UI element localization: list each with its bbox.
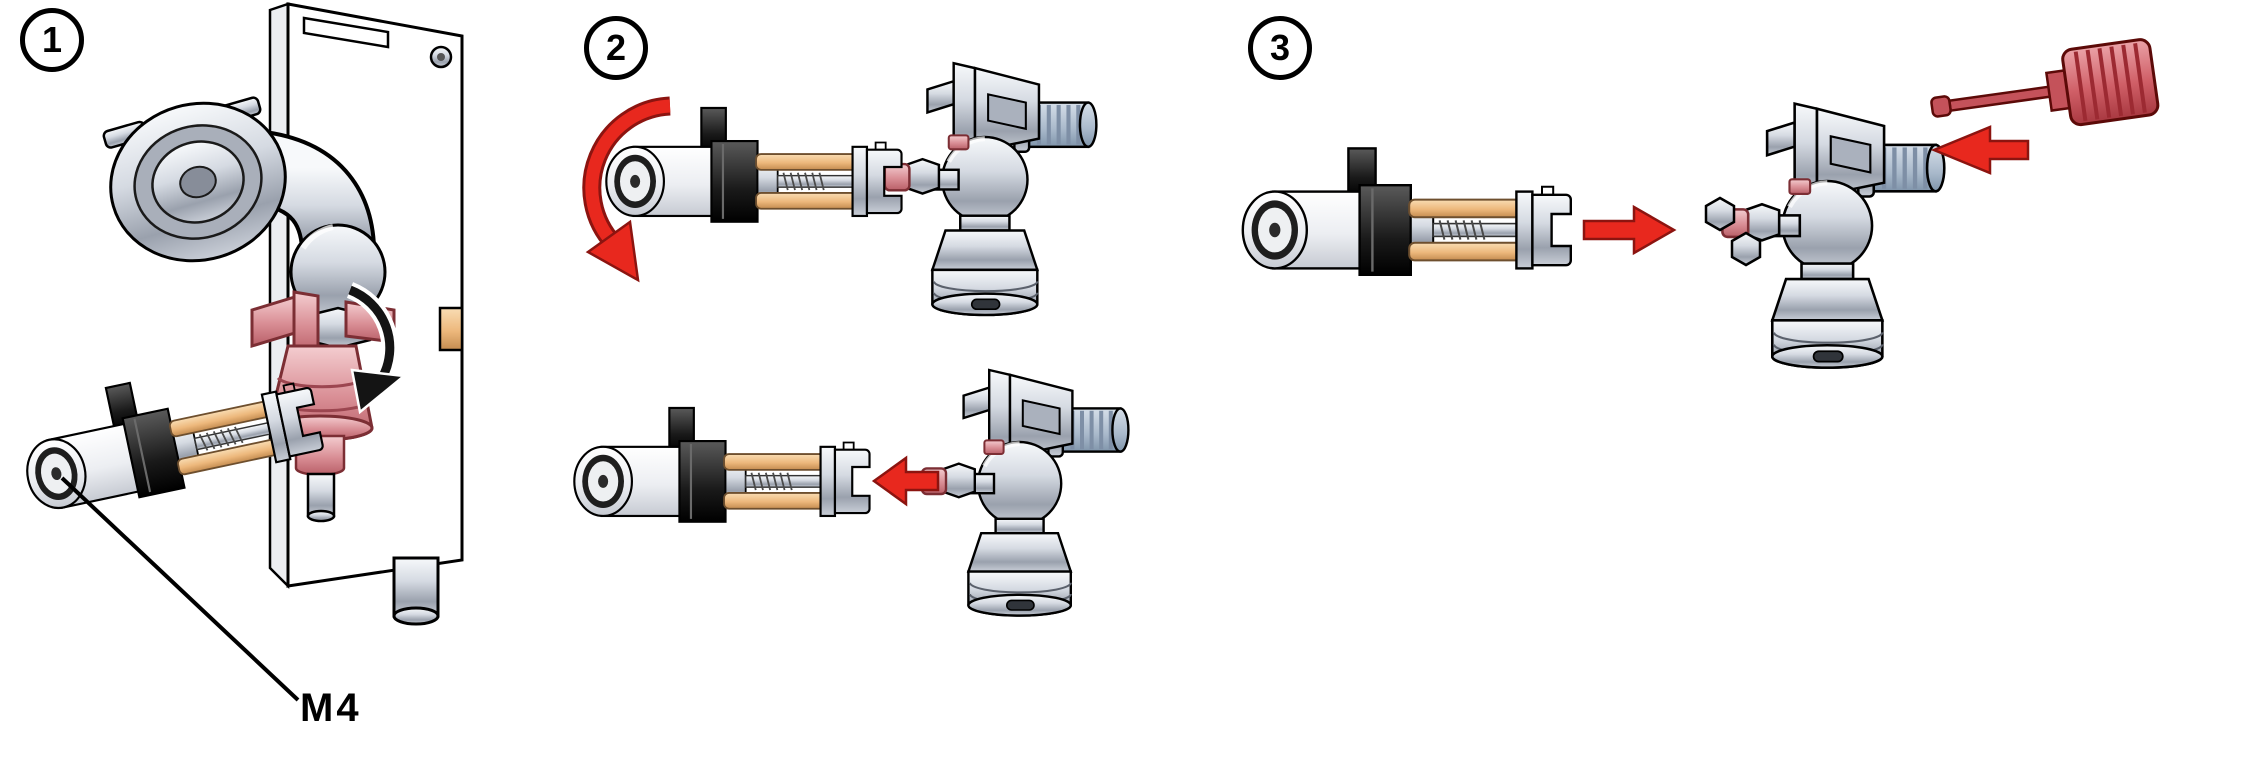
valve-body — [922, 370, 1128, 616]
step3-illustration — [1241, 38, 2160, 771]
thermo-actuator — [605, 106, 903, 223]
valve-body — [1722, 104, 1944, 368]
step-number: 1 — [41, 19, 63, 60]
valve-body — [885, 63, 1097, 315]
thermo-actuator — [1241, 147, 1573, 276]
thermo-actuator — [573, 406, 871, 523]
protection-cap-with-pin — [1930, 38, 2160, 127]
elbow-fitting — [102, 96, 387, 350]
mounting-bolts — [1704, 196, 1762, 267]
unscrew-arrow-icon — [582, 96, 671, 283]
insert-direction-arrow-icon — [1930, 125, 2030, 175]
assembled-unit — [582, 63, 1097, 315]
step2-illustration — [573, 0, 1160, 771]
rotate-arrow-icon — [346, 282, 408, 415]
pull-direction-arrow-icon — [871, 455, 940, 507]
step-panel-2: 2 — [560, 0, 1160, 771]
step-number-badge: 3 — [1248, 16, 1312, 80]
step-number: 2 — [605, 27, 627, 68]
step-panel-3: 3 — [1160, 0, 2245, 771]
thread-size-label: M4 — [300, 686, 362, 730]
step-number-badge: 2 — [584, 16, 648, 80]
detached-unit — [573, 370, 1128, 616]
step-number-badge: 1 — [20, 8, 84, 72]
step1-illustration — [11, 2, 464, 702]
m4-leader-line — [60, 476, 300, 702]
step-panel-1: 1 — [0, 0, 560, 771]
attach-direction-arrow-icon — [1582, 204, 1677, 256]
step-number: 3 — [1269, 27, 1291, 68]
